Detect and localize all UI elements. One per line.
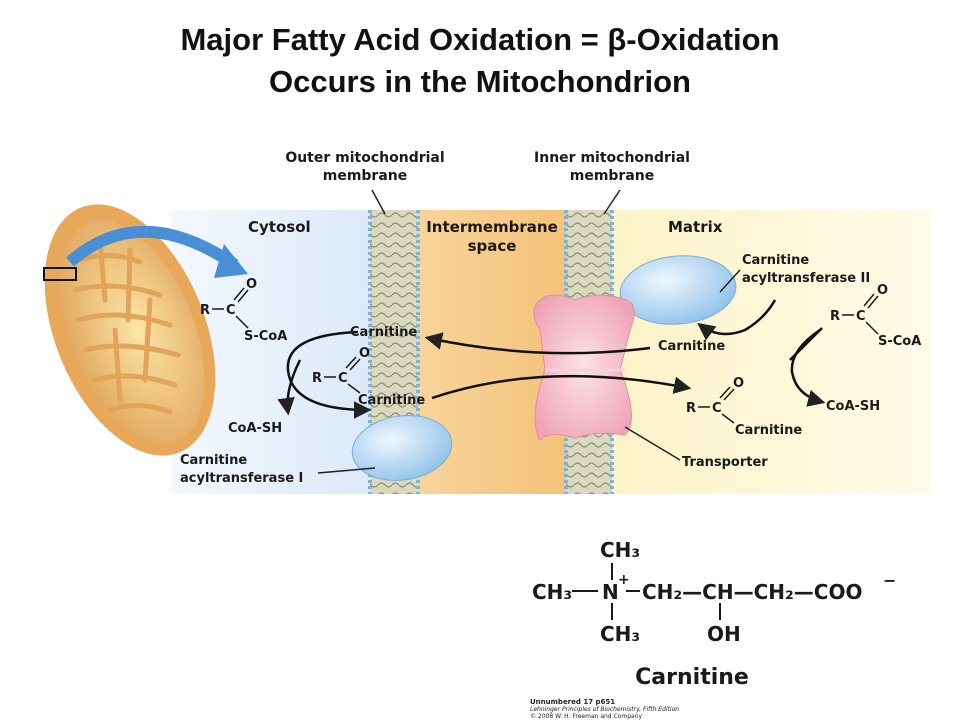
zoom-arrow: [66, 225, 239, 270]
transporter-protein: [533, 294, 635, 441]
title-line-1: Major Fatty Acid Oxidation = β-Oxidation: [180, 22, 780, 57]
carnitine-left-bottom-label: Carnitine: [358, 393, 425, 408]
cat2-label-1: Carnitine: [742, 253, 809, 268]
mitochondrion-illustration: [43, 204, 216, 456]
intermembrane-label-2: space: [468, 237, 517, 255]
structure-plus-charge: +: [618, 572, 630, 588]
outer-membrane-label-1: Outer mitochondrial: [285, 150, 444, 166]
acyl-coa-cytosol: R C O S-CoA: [200, 277, 287, 344]
svg-text:C: C: [226, 303, 236, 318]
structure-ch3-bottom: CH₃: [600, 622, 640, 646]
carnitine-left-top-label: Carnitine: [350, 325, 417, 340]
cat2-reaction-arrow: [697, 299, 777, 341]
svg-text:R: R: [830, 309, 840, 324]
matrix-label: Matrix: [668, 218, 723, 236]
svg-text:O: O: [877, 283, 888, 298]
inner-membrane-label-2: membrane: [570, 168, 655, 184]
footer-copyright: © 2008 W. H. Freeman and Company: [530, 713, 643, 720]
carnitine-right-bottom-label: Carnitine: [735, 423, 802, 438]
intermembrane-label-1: Intermembrane: [426, 218, 558, 236]
svg-text:C: C: [712, 401, 722, 416]
zoom-arrow-head: [214, 244, 248, 278]
cytosol-label: Cytosol: [248, 218, 311, 236]
outer-membrane-label-2: membrane: [323, 168, 408, 184]
inner-membrane-label-1: Inner mitochondrial: [534, 150, 690, 166]
carnitine-acyltransferase-2-protein: [619, 255, 737, 325]
carnitine-right-top-label: Carnitine: [658, 339, 725, 354]
footer-book: Lehninger Principles of Biochemistry, Fi…: [530, 706, 680, 713]
acyl-carnitine-matrix: R C O: [686, 376, 744, 424]
coash-left-label: CoA-SH: [228, 421, 282, 436]
structure-oh: OH: [707, 622, 741, 646]
cat2-pointer: [719, 269, 741, 293]
cat1-label-1: Carnitine: [180, 453, 247, 468]
coash-uptake-arrow-right: [790, 328, 826, 407]
cat1-label-2: acyltransferase I: [180, 471, 303, 486]
cat2-label-2: acyltransferase II: [742, 271, 870, 286]
svg-text:S-CoA: S-CoA: [878, 334, 921, 349]
coash-release-arrow-left: [277, 359, 302, 416]
svg-text:R: R: [200, 303, 210, 318]
structure-minus-charge: −: [883, 571, 896, 590]
carnitine-out-arrow: [424, 332, 651, 355]
structure-ch3-left: CH₃: [532, 580, 572, 604]
acylcarnitine-in-arrow: [431, 374, 692, 400]
svg-text:R: R: [686, 401, 696, 416]
svg-text:S-CoA: S-CoA: [244, 329, 287, 344]
footer-figure-id: Unnumbered 17 p651: [530, 698, 616, 706]
cat1-reaction-arrow: [286, 330, 372, 419]
inner-membrane-pointer: [603, 189, 621, 215]
cat1-pointer: [317, 467, 376, 474]
svg-text:O: O: [246, 277, 257, 292]
transporter-label: Transporter: [682, 455, 768, 470]
svg-text:C: C: [338, 371, 348, 386]
svg-text:R: R: [312, 371, 322, 386]
acyl-carnitine-outer: R C O: [312, 346, 370, 394]
carnitine-acyltransferase-1-protein: [351, 415, 453, 481]
coash-right-label: CoA-SH: [826, 399, 880, 414]
title-line-2: Occurs in the Mitochondrion: [269, 64, 691, 99]
carnitine-structure: CH₃ CH₃ N + CH₂—CH—CH₂—COO − CH₃ OH Carn…: [532, 538, 896, 690]
structure-chain: CH₂—CH—CH₂—COO: [642, 580, 862, 604]
outer-membrane-pointer: [371, 189, 386, 215]
structure-nitrogen: N: [602, 580, 619, 604]
svg-text:C: C: [856, 309, 866, 324]
zoom-box: [43, 267, 77, 281]
svg-text:O: O: [359, 346, 370, 361]
acyl-coa-matrix: R C O S-CoA: [830, 283, 921, 349]
structure-name: Carnitine: [635, 665, 749, 690]
matrix-curve-top: [789, 327, 823, 361]
structure-ch3-top: CH₃: [600, 538, 640, 562]
svg-text:O: O: [733, 376, 744, 391]
transporter-pointer: [624, 426, 681, 461]
